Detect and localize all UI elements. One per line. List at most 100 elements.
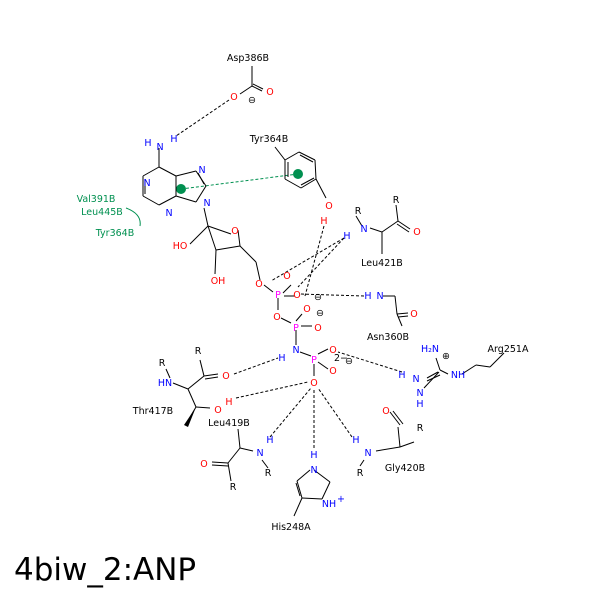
hydrophobic-contact-arc: [125, 207, 141, 227]
label-tyr364-hydrophobic: Tyr364B: [95, 228, 135, 239]
asn360-h: H: [364, 291, 371, 302]
tyr364-ring-centroid: [293, 169, 303, 179]
label-his248: His248A: [271, 522, 311, 533]
hbond-asn360-palpha: [299, 293, 365, 297]
asp386-o2: O: [266, 87, 273, 98]
gly420-h: H: [352, 435, 359, 446]
leu421-o: O: [413, 227, 420, 238]
arg251-n2-h: H: [416, 399, 423, 410]
leu421-h: H: [343, 231, 350, 242]
leu419-o: O: [200, 459, 207, 470]
pgamma-o2: O: [329, 366, 336, 377]
label-thr417: Thr417B: [132, 406, 173, 417]
label-tyr364: Tyr364B: [249, 134, 289, 145]
atom-labels: O O ⊖ H N H N N N N O HO OH O O P O ⊖ O …: [143, 87, 465, 510]
palpha-o1: O: [283, 271, 290, 282]
arg251-nh: NH: [451, 370, 465, 381]
palpha-charge: ⊖: [314, 292, 322, 303]
label-leu421: Leu421B: [361, 258, 403, 269]
adenine-n7: N: [198, 165, 205, 176]
pbeta-o1: O: [303, 304, 310, 315]
adenine-n6: N: [156, 142, 163, 153]
his248-nh: NH: [322, 499, 336, 510]
adenine-n3: N: [165, 208, 172, 219]
pgamma-charge-num: 2−: [334, 353, 348, 364]
label-asp386: Asp386B: [227, 53, 269, 64]
pbeta: P: [293, 323, 299, 334]
n-bridge: N: [292, 345, 299, 356]
leu419-h: H: [266, 435, 273, 446]
o5-prime: O: [255, 279, 262, 290]
hbond-arg251-pgamma: [337, 351, 403, 373]
hbond-asp386-adenine: [175, 99, 230, 137]
pbeta-charge: ⊖: [316, 308, 324, 319]
gly420-r-c: R: [417, 423, 424, 434]
thr417-r-side: R: [159, 358, 166, 369]
pbeta-o2: O: [314, 323, 321, 334]
label-gly420: Gly420B: [385, 463, 425, 474]
ribose-ho2: HO: [173, 241, 188, 252]
arg251-h2n: H₂N: [421, 344, 439, 355]
hbond-tyr364-pgamma: [304, 225, 325, 297]
hbond-thr417-backbone: [233, 357, 279, 375]
hbond-leu421-palpha: [297, 237, 345, 288]
his248-h: H: [310, 450, 317, 461]
his248-n1: N: [310, 465, 317, 476]
diagram-caption: 4biw_2:ANP: [14, 552, 197, 588]
bonds: [142, 66, 505, 517]
pi-stacking: [176, 169, 303, 194]
label-val391: Val391B: [77, 194, 116, 205]
n-bridge-h: H: [278, 353, 285, 364]
asn360-o: O: [410, 309, 417, 320]
adenine-h1: H: [144, 138, 151, 149]
adenine-n9: N: [203, 198, 210, 209]
asp386-o1: O: [230, 92, 237, 103]
pgamma-o3: O: [310, 378, 317, 389]
hbond-leu421-palpha-2: [270, 237, 345, 282]
tyr364-oh-o: O: [325, 201, 332, 212]
leu419-r-n: R: [265, 468, 272, 479]
label-leu419: Leu419B: [208, 418, 250, 429]
thr417-r-top: R: [195, 346, 202, 357]
label-arg251: Arg251A: [488, 344, 529, 355]
arg251-n1: N: [412, 374, 419, 385]
hbond-thr417-og: [235, 381, 309, 399]
residue-labels: Asp386B Tyr364B Val391B Leu445B Tyr364B …: [77, 53, 529, 533]
ribose-oh3: OH: [211, 276, 226, 287]
tyr364-oh-h: H: [320, 216, 327, 227]
pgamma-charge: ⊖: [345, 356, 353, 367]
hydrogen-bonds: [175, 99, 403, 448]
o-bridge-ab: O: [273, 312, 280, 323]
thr417-wedge-bond: [184, 407, 196, 427]
adenine-n1: N: [143, 178, 150, 189]
leu419-r-c: R: [230, 482, 237, 493]
adenine-h2: H: [170, 134, 177, 145]
adenine-ring-centroid: [176, 184, 186, 194]
gly420-r-n: R: [357, 468, 364, 479]
leu421-r-side: R: [355, 206, 362, 217]
thr417-o: O: [222, 371, 229, 382]
label-leu445: Leu445B: [81, 207, 123, 218]
gly420-n: N: [364, 448, 371, 459]
palpha: P: [275, 290, 281, 301]
pgamma: P: [311, 355, 317, 366]
leu421-r-top: R: [393, 195, 400, 206]
thr417-hn: HN: [158, 378, 172, 389]
hbond-gly420-pgamma: [317, 387, 353, 438]
asp386-charge: ⊖: [248, 95, 256, 106]
arg251-plus: ⊕: [442, 351, 450, 362]
arg251-n2: N: [416, 388, 423, 399]
hbond-leu419-pgamma: [269, 387, 312, 438]
leu419-n: N: [256, 448, 263, 459]
thr417-og-h: H: [225, 397, 232, 408]
arg251-h: H: [398, 370, 405, 381]
his248-superplus: +: [337, 494, 345, 505]
leu421-n: N: [360, 224, 367, 235]
palpha-o2: O: [293, 290, 300, 301]
pi-stacking-line: [180, 173, 299, 190]
ribose-o4: O: [231, 226, 238, 237]
label-asn360: Asn360B: [367, 332, 409, 343]
gly420-o: O: [382, 406, 389, 417]
pgamma-o1: O: [329, 345, 336, 356]
